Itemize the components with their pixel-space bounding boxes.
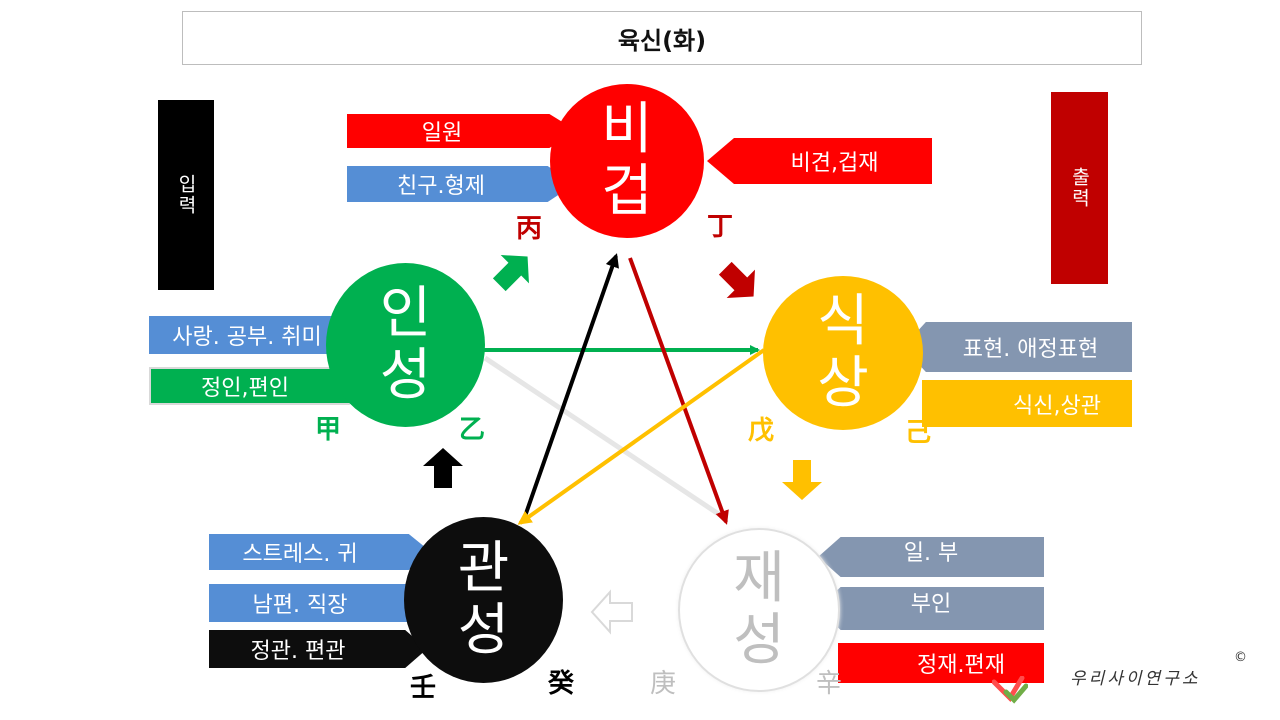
block-arrow-darkred — [718, 261, 755, 298]
circle-jaeseong-line2: 성 — [733, 608, 785, 673]
block-arrow-white — [590, 589, 633, 635]
page-title: 육신(화) — [182, 11, 1142, 65]
circle-siksang-line2: 상 — [817, 351, 869, 416]
block-arrow-black — [423, 448, 463, 488]
stem-mu: 戊 — [748, 416, 775, 446]
line-inseong-jaeseong — [483, 355, 722, 518]
circle-jaeseong: 재 성 — [678, 528, 840, 692]
logo-mark-icon — [992, 676, 1028, 704]
circle-inseong-line2: 성 — [379, 343, 432, 408]
stem-eul: 乙 — [459, 415, 486, 445]
tag-buin: 부인 — [818, 587, 1044, 630]
circle-inseong-line1: 인 — [379, 281, 432, 346]
line-gwanseong-bigeop — [521, 253, 619, 523]
circle-inseong: 인 성 — [326, 263, 485, 427]
stem-jeong: 丁 — [707, 212, 734, 242]
circle-bigeop-line1: 비 — [601, 97, 653, 162]
circle-bigeop-line2: 겁 — [601, 159, 653, 224]
logo-text: 우리사이연구소 — [1070, 669, 1201, 689]
tag-siksin: 식신,상관 — [922, 380, 1132, 427]
stem-gyeong: 庚 — [650, 669, 677, 699]
tag-pyohyeon: 표현. 애정표현 — [903, 322, 1132, 372]
circle-gwanseong-line2: 성 — [457, 598, 510, 663]
block-arrow-gold — [782, 460, 822, 500]
tag-chingu: 친구.형제 — [347, 166, 575, 202]
input-box: 입력 — [158, 100, 214, 290]
output-box: 출력 — [1051, 92, 1108, 284]
stem-gi: 己 — [905, 418, 932, 448]
stem-sin: 辛 — [816, 669, 843, 699]
stem-byeong: 丙 — [516, 214, 543, 244]
stem-im: 壬 — [410, 673, 437, 703]
line-siksang-gwanseong — [517, 348, 766, 525]
tag-bigyeon: 비견,겁재 — [707, 138, 932, 184]
tag-il-bu: 일. 부 — [818, 537, 1044, 577]
circle-siksang: 식 상 — [763, 276, 923, 430]
tag-stress: 스트레스. 귀 — [209, 534, 431, 570]
block-arrow-green — [492, 255, 529, 292]
circle-gwanseong-line1: 관 — [457, 536, 510, 601]
circle-siksang-line1: 식 — [817, 289, 869, 354]
circle-jaeseong-line1: 재 — [733, 546, 785, 611]
stem-gap: 甲 — [315, 415, 342, 445]
circle-bigeop: 비 겁 — [550, 84, 704, 238]
copyright-mark: © — [1234, 650, 1247, 665]
line-bigeop-jaeseong — [628, 257, 729, 525]
tag-jeonggwan: 정관. 편관 — [209, 630, 427, 668]
circle-gwanseong: 관 성 — [404, 517, 563, 683]
stem-gye: 癸 — [548, 669, 575, 699]
tag-jeongjae: 정재.편재 — [838, 643, 1044, 683]
tag-ilwon: 일원 — [347, 114, 577, 148]
tag-nampyeon: 남편. 직장 — [209, 584, 431, 622]
